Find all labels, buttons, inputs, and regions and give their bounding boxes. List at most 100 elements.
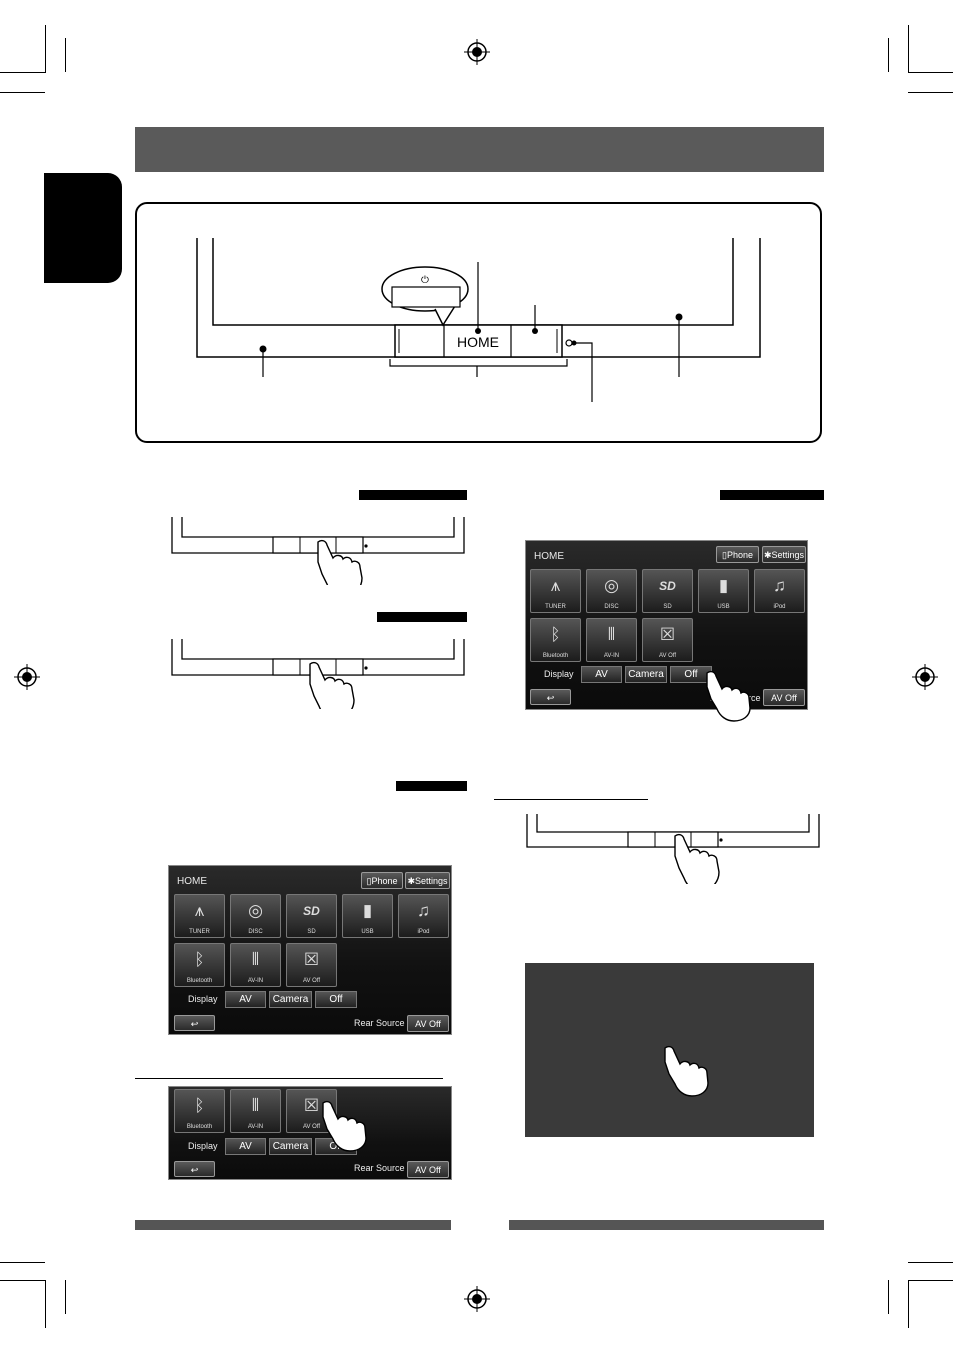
av-plug-icon: ⫴	[251, 950, 260, 969]
crop-mark	[45, 25, 46, 73]
gear-icon: ✱	[407, 876, 415, 886]
back-button[interactable]: ↩	[174, 1015, 215, 1031]
phone-button[interactable]: ▯Phone	[361, 872, 403, 889]
underline-rule	[135, 1078, 443, 1079]
crop-mark	[908, 1280, 909, 1328]
display-off-button[interactable]: Off	[315, 991, 357, 1008]
crop-mark	[888, 1280, 889, 1314]
tile-usb[interactable]: ▮USB	[342, 894, 393, 938]
phone-icon: ▯	[366, 876, 372, 886]
panel-press-illustration	[171, 517, 465, 585]
tile-disc[interactable]: ◎DISC	[586, 569, 637, 613]
tile-tuner[interactable]: ⩚TUNER	[530, 569, 581, 613]
tower-icon: ⩚	[194, 901, 205, 920]
crop-mark	[65, 1280, 66, 1314]
registration-mark-icon	[464, 1286, 490, 1312]
tile-av-in[interactable]: ⫴AV-IN	[230, 1089, 281, 1133]
phone-button[interactable]: ▯Phone	[716, 546, 759, 563]
tower-icon: ⩚	[550, 576, 561, 595]
music-note-icon: ♫	[417, 901, 430, 920]
display-label: Display	[544, 669, 574, 679]
crop-mark	[45, 1280, 46, 1328]
tile-av-in[interactable]: ⫴AV-IN	[230, 943, 281, 987]
display-av-button[interactable]: AV	[225, 991, 266, 1008]
bluetooth-icon: ᛒ	[550, 625, 561, 644]
x-box-icon: ☒	[659, 625, 676, 644]
display-camera-button[interactable]: Camera	[269, 1138, 312, 1155]
display-off-button[interactable]: Off	[670, 666, 712, 683]
tile-ipod[interactable]: ♫iPod	[398, 894, 449, 938]
footer-bar-right	[509, 1220, 824, 1230]
tile-av-off[interactable]: ☒AV Off	[286, 943, 337, 987]
section-label-bar	[720, 490, 824, 500]
section-header-bar	[135, 127, 824, 172]
display-camera-button[interactable]: Camera	[625, 666, 667, 683]
display-av-button[interactable]: AV	[225, 1138, 266, 1155]
language-side-tab	[44, 173, 122, 283]
tile-ipod[interactable]: ♫iPod	[754, 569, 805, 613]
display-label: Display	[188, 1141, 218, 1151]
back-arrow-icon: ↩	[190, 1019, 199, 1029]
bluetooth-icon: ᛒ	[194, 950, 205, 969]
x-box-icon: ☒	[303, 1096, 320, 1115]
panel-press-illustration	[171, 639, 465, 709]
home-button-label[interactable]: HOME	[457, 334, 499, 350]
tile-av-off[interactable]: ☒AV Off	[642, 618, 693, 662]
av-plug-icon: ⫴	[607, 625, 616, 644]
crop-mark	[908, 1280, 953, 1281]
tile-disc[interactable]: ◎DISC	[230, 894, 281, 938]
back-button[interactable]: ↩	[174, 1161, 215, 1177]
gear-icon: ✱	[763, 550, 772, 560]
display-label: Display	[188, 994, 218, 1004]
front-panel-diagram-box	[135, 202, 822, 443]
tile-av-in[interactable]: ⫴AV-IN	[586, 618, 637, 662]
screen-title: HOME	[534, 551, 564, 562]
crop-mark	[888, 38, 889, 72]
registration-mark-icon	[912, 664, 938, 690]
crop-mark	[908, 1262, 953, 1263]
finger-press-icon	[309, 661, 355, 709]
sd-icon: SD	[659, 579, 676, 593]
registration-mark-icon	[14, 664, 40, 690]
finger-press-icon	[317, 539, 363, 585]
display-camera-button[interactable]: Camera	[269, 991, 312, 1008]
panel-press-illustration	[526, 814, 820, 884]
screen-title: HOME	[177, 876, 207, 887]
footer-bar-left	[135, 1220, 451, 1230]
settings-button[interactable]: ✱Settings	[405, 872, 450, 889]
finger-press-icon	[322, 1100, 367, 1152]
crop-mark	[65, 38, 66, 72]
tile-tuner[interactable]: ⩚TUNER	[174, 894, 225, 938]
phone-icon: ▯	[722, 550, 727, 560]
section-label-bar	[359, 490, 467, 500]
underline-rule	[494, 799, 648, 800]
av-off-button[interactable]: AV Off	[407, 1015, 449, 1032]
settings-button[interactable]: ✱Settings	[762, 546, 806, 563]
rear-source-label: Rear Source	[354, 1163, 405, 1173]
rear-source-label: Rear Source	[354, 1018, 405, 1028]
front-panel-diagram	[196, 238, 761, 402]
crop-mark	[908, 25, 909, 73]
crop-mark	[0, 72, 45, 73]
disc-icon: ◎	[604, 576, 619, 595]
av-off-button[interactable]: AV Off	[407, 1161, 449, 1178]
back-arrow-icon: ↩	[190, 1165, 199, 1175]
tile-usb[interactable]: ▮USB	[698, 569, 749, 613]
finger-press-icon	[664, 1045, 709, 1097]
av-off-button[interactable]: AV Off	[763, 689, 805, 706]
back-button[interactable]: ↩	[530, 689, 571, 705]
crop-mark	[908, 92, 953, 93]
display-av-button[interactable]: AV	[581, 666, 622, 683]
usb-icon: ▮	[718, 576, 729, 595]
crop-mark	[0, 92, 45, 93]
registration-mark-icon	[464, 39, 490, 65]
x-box-icon: ☒	[303, 950, 320, 969]
